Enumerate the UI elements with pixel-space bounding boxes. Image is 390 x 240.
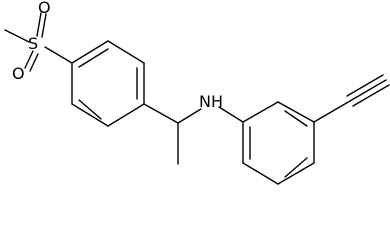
bond-ring1-5 bbox=[71, 103, 109, 127]
atom-oxygen-bottom: O bbox=[12, 64, 25, 83]
bond-ring2-2 bbox=[277, 101, 315, 123]
bond-ring1-inner-1 bbox=[78, 48, 109, 68]
bond-ring1-4 bbox=[107, 103, 145, 127]
bond-ring1-1 bbox=[71, 40, 109, 64]
bond-s-o-bottom-b bbox=[29, 53, 39, 72]
bond-ring2-inner-1 bbox=[284, 110, 308, 127]
molecule-diagram: S O O NH bbox=[4, 0, 390, 185]
bond-sulfur-ring bbox=[44, 46, 73, 64]
bond-ch-nh bbox=[177, 108, 202, 124]
atom-oxygen-top: O bbox=[38, 0, 51, 17]
bond-ring1-inner-3 bbox=[78, 99, 102, 120]
bond-ring-alkyne bbox=[313, 100, 351, 123]
bond-ring1-2 bbox=[107, 40, 145, 64]
bond-ring2-inner-2 bbox=[284, 157, 308, 178]
bond-triple-1 bbox=[349, 79, 387, 102]
bond-ring2-1 bbox=[242, 101, 279, 123]
bond-s-o-top-b bbox=[41, 13, 47, 38]
bond-methyl-sulfur bbox=[4, 29, 30, 43]
atom-amine: NH bbox=[199, 92, 223, 111]
bond-triple-3 bbox=[352, 84, 390, 107]
bond-ring2-4 bbox=[277, 162, 315, 185]
bond-triple-2 bbox=[346, 74, 384, 97]
atom-sulfur: S bbox=[28, 34, 38, 53]
bond-nh-ring bbox=[218, 106, 244, 123]
bond-ring-ch bbox=[143, 103, 179, 124]
bond-s-o-top-a bbox=[36, 12, 42, 37]
bond-ring2-5 bbox=[242, 162, 279, 185]
bond-s-o-bottom-a bbox=[24, 50, 34, 69]
